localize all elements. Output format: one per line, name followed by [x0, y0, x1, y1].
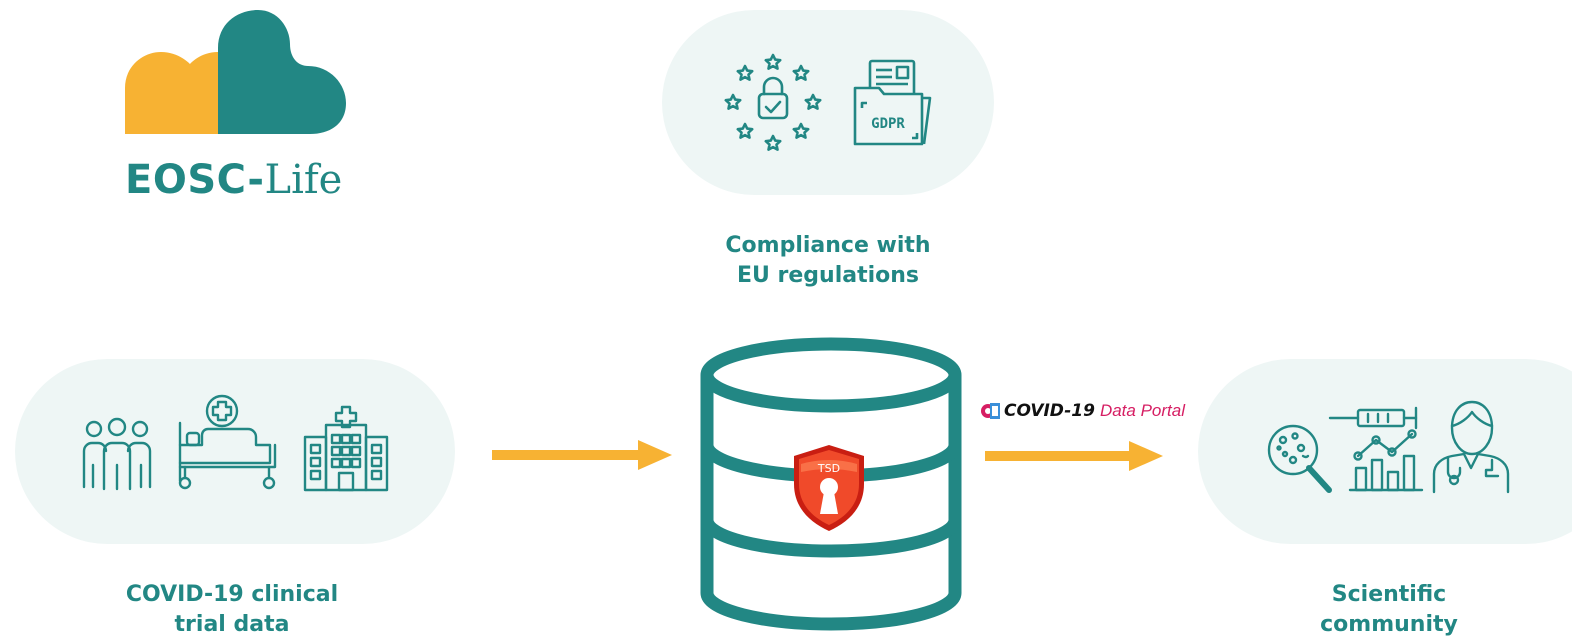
community-label: Scientific community — [1239, 580, 1539, 640]
community-pill — [1198, 359, 1572, 544]
arrow-to-community-icon — [985, 440, 1165, 472]
compliance-pill — [662, 10, 994, 195]
microscope-analysis-icon — [1265, 422, 1337, 496]
eosc-life-logo — [120, 8, 350, 140]
syringe-chart-icon — [1328, 402, 1428, 494]
compliance-label: Compliance with EU regulations — [678, 231, 978, 291]
doctor-icon — [1430, 398, 1512, 494]
hospital-building-icon — [302, 405, 390, 493]
eu-lock-icon — [718, 52, 828, 156]
covid-data-portal-logo: COVID-19 Data Portal — [977, 400, 1185, 422]
hearts-logo-icon — [125, 10, 346, 134]
clinical-data-label-line1: COVID-19 clinical — [125, 582, 339, 607]
gdpr-badge-text: GDPR — [871, 116, 905, 132]
tsd-shield-icon: TSD — [789, 442, 869, 534]
arrow-to-storage-icon — [492, 438, 674, 472]
compliance-label-line2: EU regulations — [736, 263, 920, 288]
gdpr-document-icon: GDPR — [850, 58, 936, 148]
virus-icon — [981, 403, 1000, 419]
community-label-line2: community — [1320, 612, 1458, 637]
clinical-data-label-line2: trial data — [174, 612, 290, 637]
portal-name-light: Data Portal — [1099, 401, 1185, 420]
hospital-bed-icon — [175, 393, 281, 491]
clinical-data-label: COVID-19 clinical trial data — [82, 580, 382, 640]
logo-wordmark-bold: EOSC- — [125, 157, 265, 203]
compliance-label-line1: Compliance with — [725, 233, 931, 258]
community-label-line1: Scientific — [1331, 582, 1447, 607]
patients-group-icon — [80, 415, 154, 495]
tsd-label: TSD — [817, 462, 840, 475]
logo-wordmark-light: Life — [264, 157, 343, 203]
portal-name-bold: COVID-19 — [1004, 401, 1095, 421]
logo-wordmark: EOSC-Life — [125, 156, 342, 204]
